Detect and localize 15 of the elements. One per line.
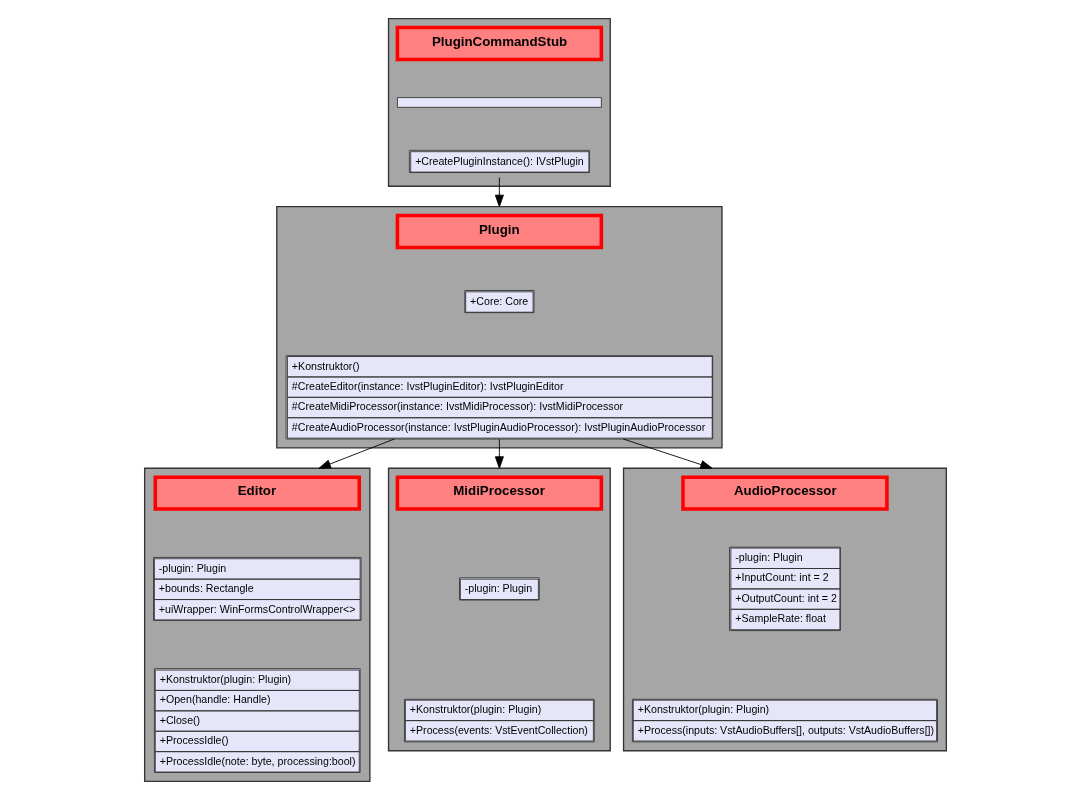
cluster: [622, 467, 948, 752]
node-box: [396, 97, 602, 108]
arrow: [622, 438, 713, 469]
cluster: [143, 467, 371, 782]
node-box: PluginCommandStub: [395, 25, 604, 62]
cluster: [387, 467, 611, 752]
node-box: Plugin: [395, 213, 604, 250]
node-box: AudioProcessor: [681, 475, 889, 511]
arrow: [318, 438, 395, 469]
arrow: [494, 438, 504, 469]
cluster: [276, 206, 723, 449]
arrow: [494, 177, 504, 208]
node-box: MidiProcessor: [395, 475, 604, 511]
cluster: [387, 18, 611, 187]
node-box: Editor: [153, 475, 362, 511]
